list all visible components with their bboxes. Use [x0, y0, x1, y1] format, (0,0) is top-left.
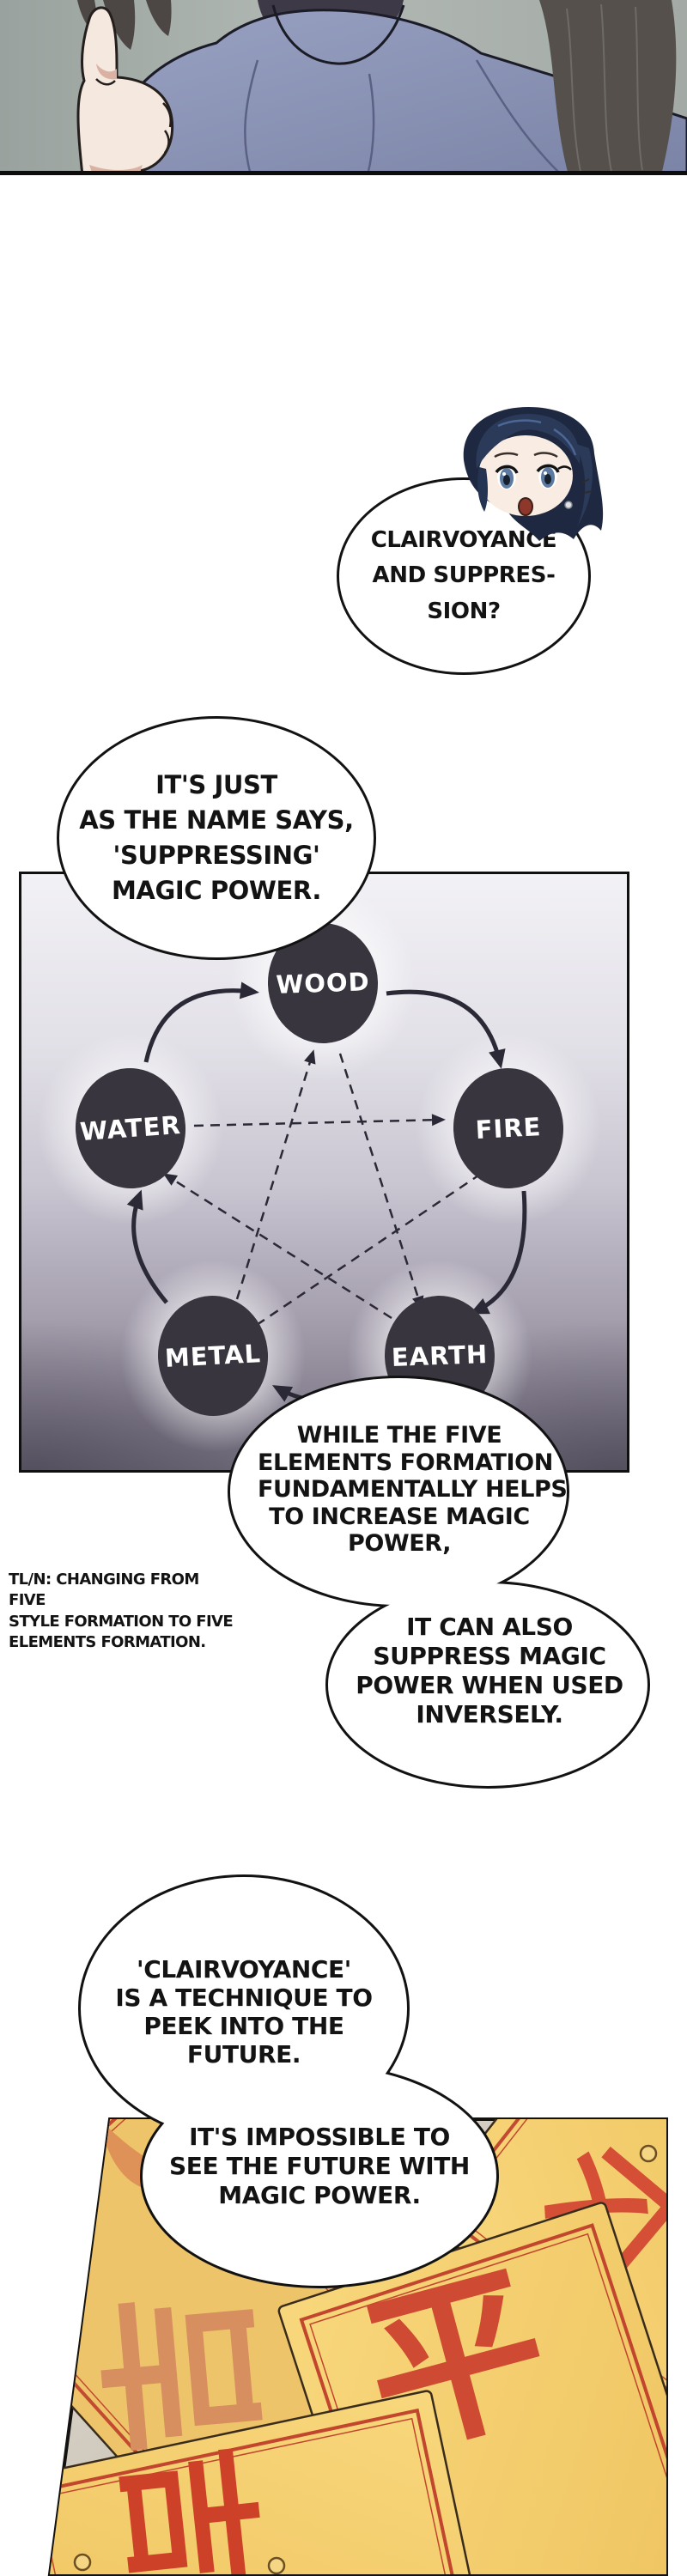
bubble-line: IT'S JUST: [155, 769, 277, 799]
speech-bubble-chain-formation: [228, 1376, 650, 1789]
chibi-hair-sideburn: [477, 467, 488, 512]
translator-note-line: STYLE FORMATION TO FIVE: [9, 1612, 234, 1631]
bubble-line: MAGIC POWER.: [111, 876, 322, 906]
bubble-line: IT'S IMPOSSIBLE TO: [189, 2123, 450, 2151]
node-water-label: WATER: [79, 1109, 182, 1147]
bubble-line: SION?: [427, 598, 501, 624]
panel-bottom-border: [0, 171, 687, 175]
hand-shadow: [96, 64, 117, 80]
bubble-line: POWER,: [347, 1530, 452, 1558]
chibi-eye-right: [536, 464, 572, 489]
chibi-front-hair: [476, 414, 581, 469]
grommet-icon: [639, 2144, 658, 2163]
speech-bubble-formation-helps-text: WHILE THE FIVE ELEMENTS FORMATION FUNDAM…: [258, 1422, 568, 1558]
arrow-water-to-fire: [193, 1114, 446, 1127]
talisman-card-bottom: [50, 2390, 488, 2574]
talisman-panel: 吉 凶 平 吉: [47, 2117, 668, 2576]
bubble-line: SUPPRESS MAGIC: [373, 1642, 606, 1671]
grommet-icon: [73, 2553, 92, 2572]
bubble-line: TO INCREASE MAGIC: [269, 1503, 530, 1530]
speech-bubble-impossible-text: IT'S IMPOSSIBLE TO SEE THE FUTURE WITH M…: [165, 2123, 474, 2210]
chibi-surprise-marks: [581, 478, 593, 494]
speech-bubble-chain-clairvoyance: [78, 1874, 499, 2288]
speech-bubble-explanation-text: IT'S JUST AS THE NAME SAYS, 'SUPPRESSING…: [79, 768, 354, 909]
bubble-line: INVERSELY.: [416, 1700, 563, 1729]
arrow-fire-to-metal: [245, 1172, 482, 1333]
translator-note-line: TL/N: CHANGING FROM FIVE: [9, 1571, 199, 1610]
speech-bubble-formation-suppress-text: IT CAN ALSO SUPPRESS MAGIC POWER WHEN US…: [352, 1613, 627, 1730]
overcoming-cycle-arrows: [162, 1049, 482, 1333]
bubble-line: IS A TECHNIQUE TO: [115, 1984, 373, 2013]
chibi-eyebrows: [494, 452, 558, 459]
shirt-folds: [244, 59, 559, 175]
bubble-line: POWER WHEN USED: [356, 1671, 623, 1700]
collar-line: [271, 4, 405, 65]
bubble-line: AS THE NAME SAYS,: [79, 805, 354, 835]
bubble-line: AND SUPPRES-: [372, 562, 556, 589]
chibi-hair-lock-right: [574, 443, 593, 527]
translator-note: TL/N: CHANGING FROM FIVE STYLE FORMATION…: [9, 1570, 240, 1654]
bubble-line: FUNDAMENTALLY HELPS: [258, 1476, 568, 1504]
node-fire-label: FIRE: [474, 1112, 543, 1145]
bubble-line: ELEMENTS FORMATION: [258, 1449, 553, 1476]
bubble-line: CLAIRVOYANCE: [370, 526, 557, 553]
arrow-fire-to-earth: [469, 1190, 527, 1315]
chibi-earring: [564, 501, 573, 509]
card-grommets: [73, 2144, 658, 2574]
speech-bubble-explanation: IT'S JUST AS THE NAME SAYS, 'SUPPRESSING…: [57, 716, 376, 960]
chibi-mouth: [518, 497, 533, 516]
bubble-line: FUTURE.: [186, 2040, 301, 2069]
node-wood-label: WOOD: [275, 967, 371, 999]
bubble-line: SEE THE FUTURE WITH: [169, 2152, 470, 2181]
speech-bubble-question-text: CLAIRVOYANCE AND SUPPRES- SION?: [371, 523, 557, 630]
talisman-glyph-ji-bottom: 吉: [98, 2439, 277, 2576]
chibi-eye-left: [495, 465, 519, 489]
arrow-metal-to-water: [126, 1189, 168, 1304]
bubble-line: 'CLAIRVOYANCE': [137, 1955, 351, 1984]
arrow-earth-to-water: [162, 1173, 392, 1320]
arrow-wood-to-earth: [338, 1053, 424, 1310]
bubble-line: 'SUPPRESSING': [112, 841, 320, 870]
translator-note-line: ELEMENTS FORMATION.: [9, 1633, 206, 1652]
arrow-water-to-wood: [143, 981, 259, 1063]
arrow-metal-to-wood: [235, 1049, 316, 1300]
grommet-icon: [267, 2556, 286, 2574]
chibi-hair-highlights: [497, 419, 577, 456]
person-panel: [0, 0, 687, 175]
bubble-line: PEEK INTO THE: [143, 2012, 344, 2041]
chibi-face: [478, 435, 573, 516]
bubble-line: IT CAN ALSO: [406, 1613, 573, 1641]
speech-bubble-clairvoyance-def-text: 'CLAIRVOYANCE' IS A TECHNIQUE TO PEEK IN…: [106, 1955, 381, 2069]
chibi-character-head: [463, 407, 604, 541]
arrow-wood-to-fire: [386, 989, 506, 1069]
hair-right: [539, 0, 677, 175]
bubble-line: MAGIC POWER.: [218, 2181, 421, 2210]
bubble-line: WHILE THE FIVE: [296, 1422, 502, 1449]
